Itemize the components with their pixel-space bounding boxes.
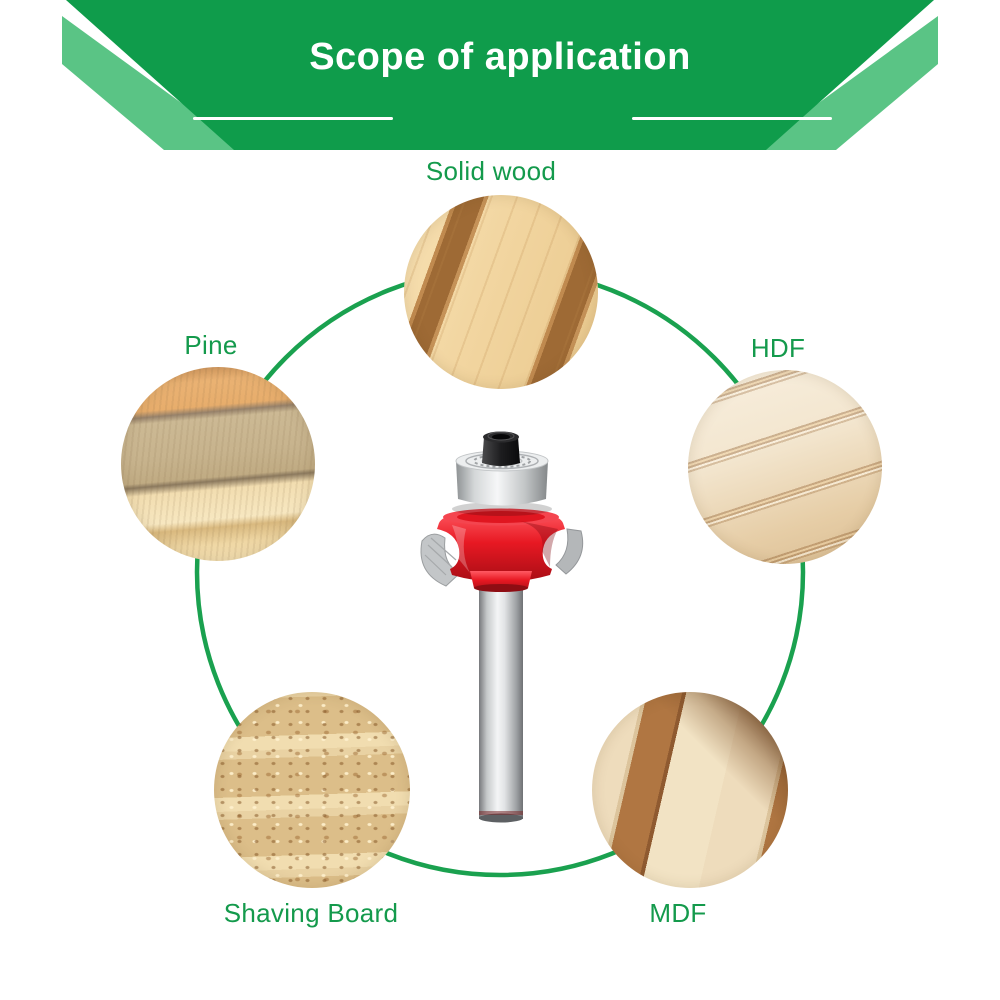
bit-shank <box>479 577 523 823</box>
label-shaving-board: Shaving Board <box>223 898 399 928</box>
bit-cutter-body <box>437 508 565 592</box>
label-hdf: HDF <box>750 333 806 363</box>
title-underline-left <box>193 117 393 120</box>
page-title: Scope of application <box>309 36 691 78</box>
label-mdf: MDF <box>649 898 707 928</box>
banner: Scope of application <box>0 0 1000 150</box>
wood-sample-pine <box>121 367 315 561</box>
wood-sample-hdf <box>688 370 882 564</box>
wood-sample-mdf <box>592 692 788 888</box>
label-pine: Pine <box>184 330 238 360</box>
title-underline-right <box>632 117 832 120</box>
wood-sample-solid-wood <box>404 195 598 389</box>
banner-ribbon-shape <box>62 0 938 150</box>
router-bit-image <box>420 431 584 823</box>
bit-top-nut <box>482 431 520 466</box>
label-solid-wood: Solid wood <box>425 156 557 186</box>
bit-blade-wings <box>420 528 584 587</box>
wood-sample-shaving-board <box>214 692 410 888</box>
